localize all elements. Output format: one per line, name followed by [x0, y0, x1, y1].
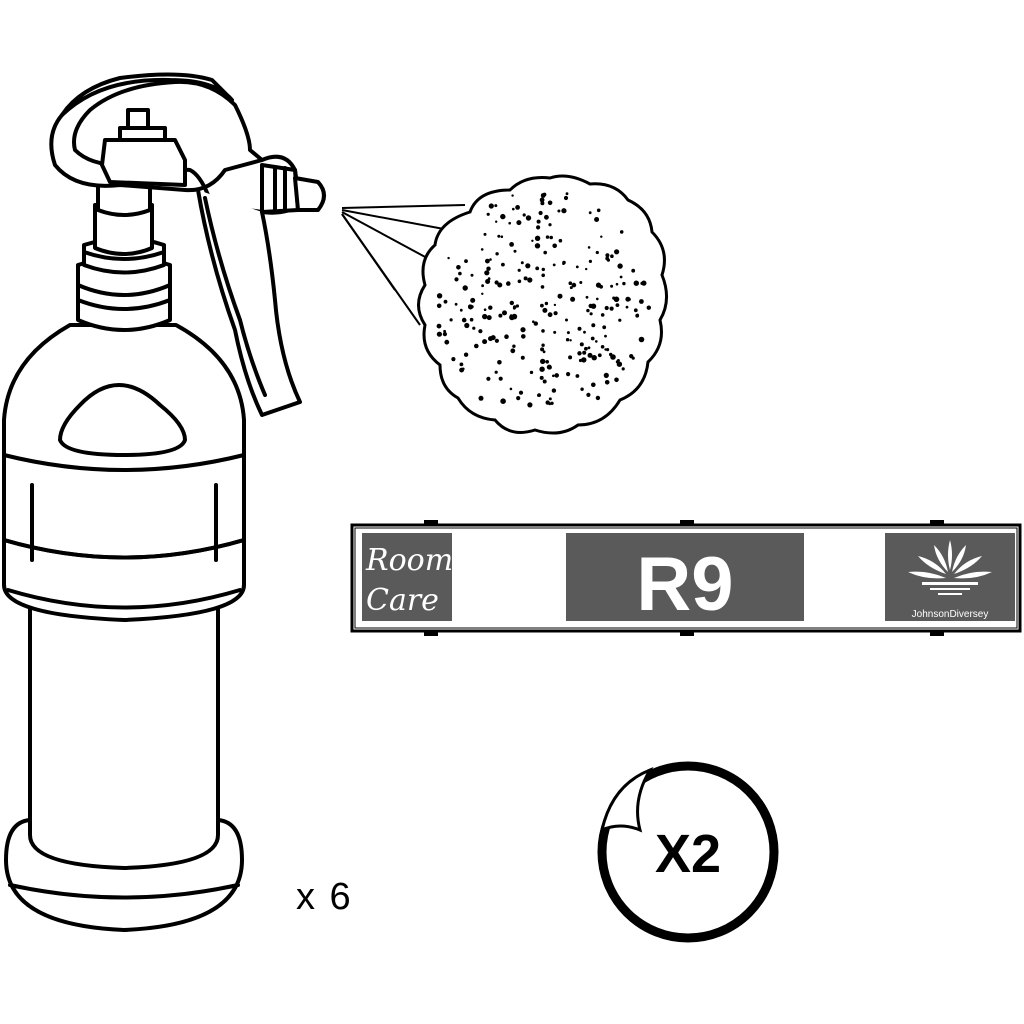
spray-stream [341, 204, 466, 326]
room-care-line2: Care [366, 583, 439, 618]
room-care-line1: Room [365, 543, 453, 578]
bottle-shoulder [2, 323, 246, 622]
label-strip: Room Care R9 JohnsonDiversey [350, 520, 1022, 636]
room-care-logo: Room Care [362, 533, 453, 621]
bottle-quantity: x 6 [296, 876, 353, 918]
code-panel: R9 [566, 533, 804, 627]
spray-bottle [2, 72, 326, 932]
bottle-body [28, 598, 220, 870]
trigger-lever [196, 188, 302, 417]
johnsondiversey-logo: JohnsonDiversey [885, 533, 1015, 621]
sticker-quantity: X2 [655, 824, 721, 884]
spray-cloud [417, 174, 668, 435]
peel-corner-icon [599, 766, 654, 833]
sticker-badge: X2 [597, 761, 779, 943]
nozzle [260, 163, 300, 214]
product-code: R9 [636, 542, 733, 627]
lotus-icon [908, 540, 992, 595]
johnsondiversey-text: JohnsonDiversey [912, 609, 989, 620]
bottle-emboss [58, 383, 187, 457]
